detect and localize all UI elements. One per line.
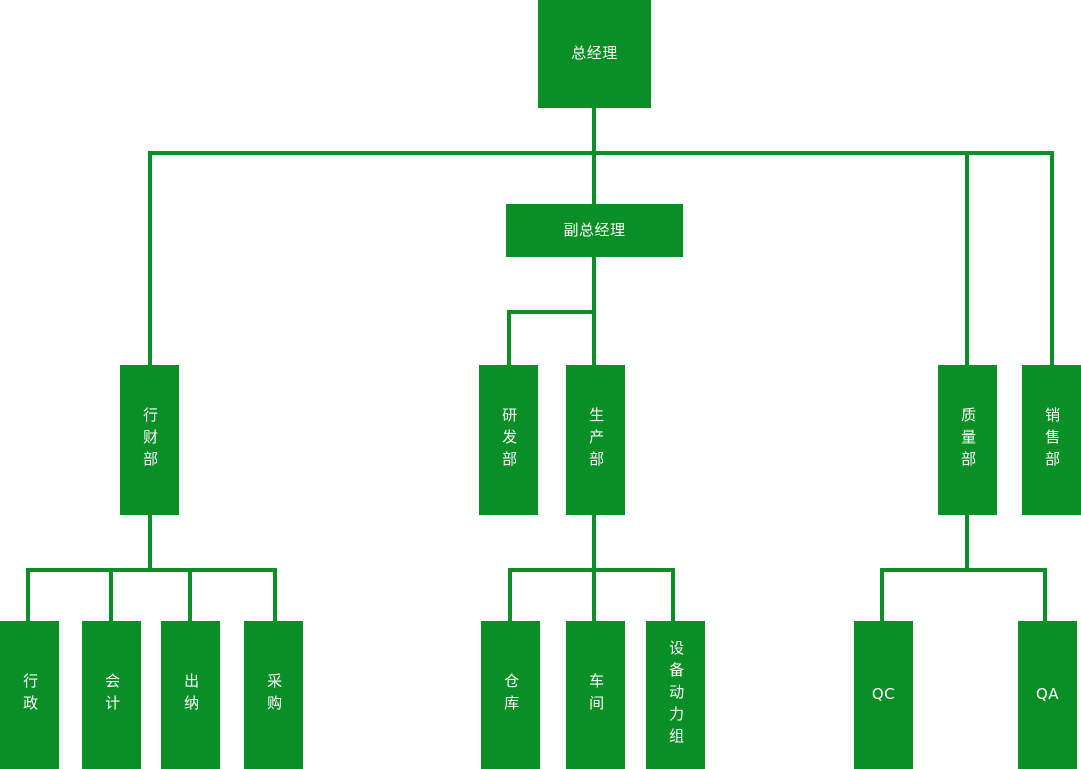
- node-sales-dept[interactable]: 销售部: [1022, 365, 1081, 515]
- connector-quality-bus: [880, 568, 1047, 572]
- connector-production-bus: [508, 568, 675, 572]
- node-cashier[interactable]: 出纳: [161, 621, 220, 769]
- node-production-dept[interactable]: 生产部: [566, 365, 625, 515]
- connector-bus-to-quality: [965, 151, 969, 366]
- node-general-manager[interactable]: 总经理: [538, 0, 651, 108]
- node-equipment-power-group[interactable]: 设备动力组: [646, 621, 705, 769]
- connector-bus-to-equipment-power: [671, 568, 675, 623]
- connector-deputy-to-rd: [507, 310, 511, 366]
- connector-bus-to-warehouse: [508, 568, 512, 623]
- node-administration-label: 行政: [21, 673, 40, 717]
- node-qc[interactable]: QC: [854, 621, 913, 769]
- node-deputy-general-manager-label: 副总经理: [563, 220, 626, 239]
- node-accounting[interactable]: 会计: [82, 621, 141, 769]
- connector-main-bus: [148, 151, 1054, 155]
- connector-production-stem: [592, 515, 596, 571]
- connector-bus-to-administration: [26, 568, 30, 623]
- node-admin-finance-dept-label: 行财部: [141, 407, 160, 473]
- node-rd-dept[interactable]: 研发部: [479, 365, 538, 515]
- connector-bus-to-sales: [1050, 151, 1054, 366]
- node-warehouse[interactable]: 仓库: [481, 621, 540, 769]
- node-general-manager-label: 总经理: [571, 44, 618, 63]
- node-workshop-label: 车间: [587, 673, 606, 717]
- node-rd-dept-label: 研发部: [500, 407, 519, 473]
- connector-bus-to-cashier: [188, 568, 192, 623]
- connector-admin-finance-bus: [26, 568, 277, 572]
- node-qa-label: QA: [1035, 685, 1060, 704]
- connector-bus-to-qa: [1043, 568, 1047, 623]
- node-warehouse-label: 仓库: [502, 673, 521, 717]
- connector-bus-to-purchasing: [273, 568, 277, 623]
- node-qa[interactable]: QA: [1018, 621, 1077, 769]
- connector-bus-to-deputy-gm: [592, 151, 596, 205]
- node-accounting-label: 会计: [103, 673, 122, 717]
- connector-bus-to-admin-finance: [148, 151, 152, 366]
- node-admin-finance-dept[interactable]: 行财部: [120, 365, 179, 515]
- node-purchasing-label: 采购: [265, 673, 284, 717]
- node-quality-dept[interactable]: 质量部: [938, 365, 997, 515]
- connector-admin-finance-stem: [148, 515, 152, 571]
- connector-gm-stem: [592, 108, 596, 154]
- connector-bus-to-qc: [880, 568, 884, 623]
- node-purchasing[interactable]: 采购: [244, 621, 303, 769]
- node-workshop[interactable]: 车间: [566, 621, 625, 769]
- node-production-dept-label: 生产部: [587, 407, 606, 473]
- connector-deputy-gm-stem: [592, 257, 596, 313]
- node-quality-dept-label: 质量部: [959, 407, 978, 473]
- connector-deputy-gm-bus: [507, 310, 596, 314]
- node-sales-dept-label: 销售部: [1043, 407, 1062, 473]
- connector-deputy-to-production: [592, 310, 596, 366]
- node-equipment-power-group-label: 设备动力组: [667, 640, 686, 750]
- connector-bus-to-accounting: [109, 568, 113, 623]
- connector-bus-to-workshop: [592, 568, 596, 623]
- node-deputy-general-manager[interactable]: 副总经理: [506, 204, 683, 257]
- connector-quality-stem: [965, 515, 969, 571]
- node-administration[interactable]: 行政: [0, 621, 59, 769]
- node-qc-label: QC: [871, 685, 896, 704]
- node-cashier-label: 出纳: [182, 673, 201, 717]
